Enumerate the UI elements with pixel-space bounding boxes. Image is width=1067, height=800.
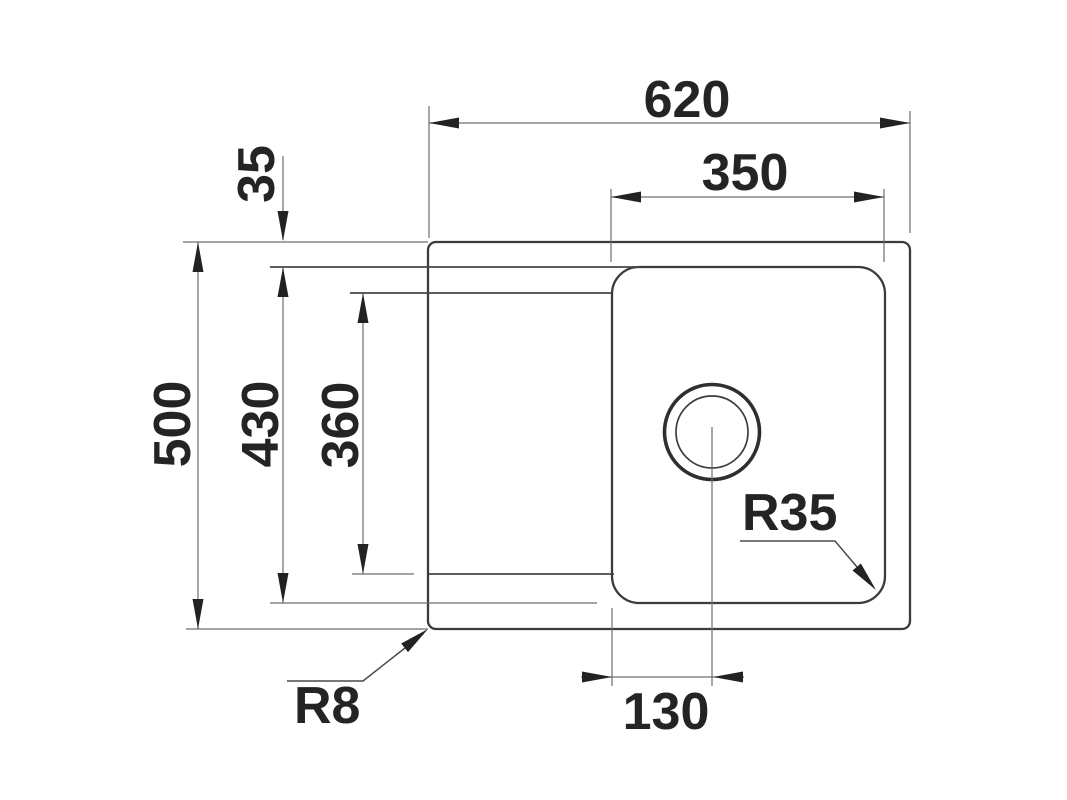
dim-label-drainer-depth: 360 [312,382,370,469]
sink-bowl-outline [610,265,887,605]
dim-label-drain-offset: 130 [623,683,710,741]
arrowhead-350-left [611,191,641,203]
arrowhead-500-top [192,242,204,272]
arrowhead-430-top [277,267,289,297]
arrowhead-360-bottom [357,544,369,574]
dim-label-overall-width: 620 [644,71,731,129]
dim-label-rim-offset: 35 [228,145,286,203]
arrowhead-620-left [429,117,459,129]
leader-line-r35 [740,540,858,568]
arrowhead-35-down [277,211,289,241]
dim-label-bowl-width: 350 [702,144,789,202]
arrowhead-r8 [401,629,428,653]
dim-label-outer-corner-radius: R8 [294,677,360,735]
arrowhead-500-bottom [192,599,204,629]
arrowhead-130-left [582,671,612,683]
arrowhead-620-right [880,117,910,129]
arrowhead-350-right [854,191,884,203]
arrowhead-360-top [357,293,369,323]
sink-outer-outline [426,240,912,631]
dim-label-inner-depth: 430 [232,381,290,468]
arrowhead-r35 [852,563,876,590]
dim-label-overall-depth: 500 [144,381,202,468]
dim-label-bowl-corner-radius: R35 [742,484,837,542]
arrowhead-130-right [713,671,743,683]
leader-line-r8 [287,647,406,682]
arrowhead-430-bottom [277,573,289,603]
